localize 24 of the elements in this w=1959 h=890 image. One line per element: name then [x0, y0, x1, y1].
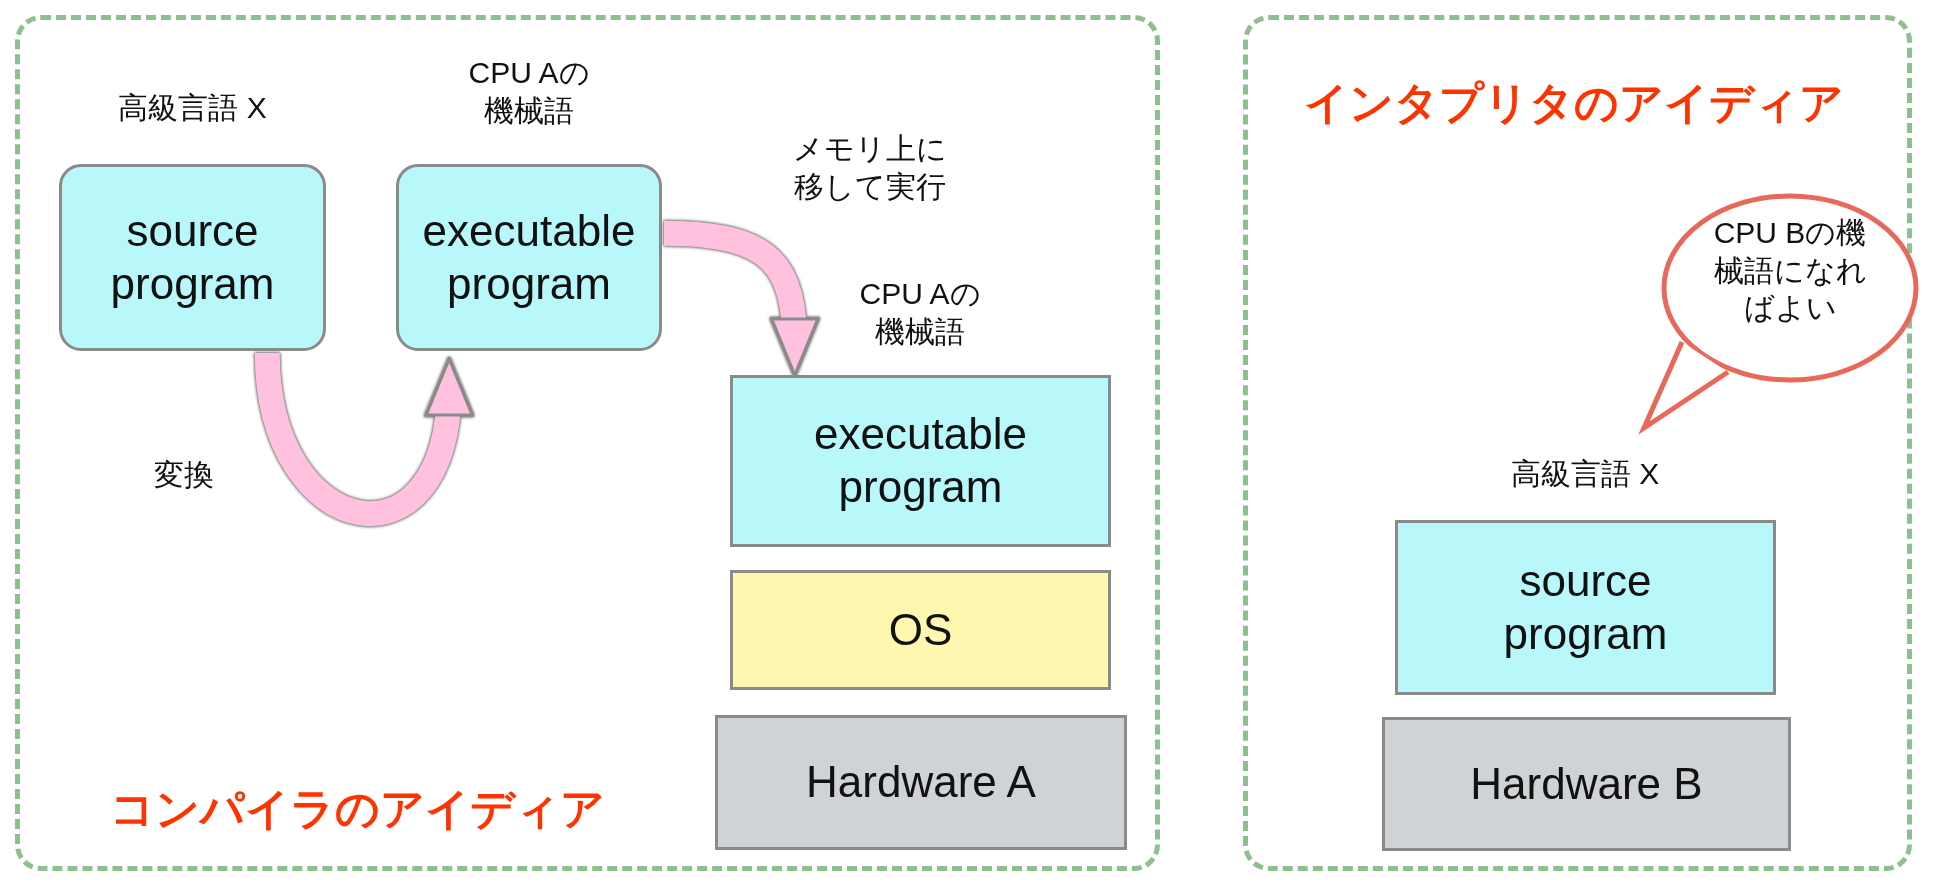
block-arrow — [254, 352, 472, 526]
node-label: 高級言語 X — [1509, 456, 1661, 492]
layer-box — [396, 164, 662, 351]
node-label: CPU Aの機械語 — [858, 276, 982, 350]
layer-box — [1382, 717, 1791, 851]
box-label: source program — [109, 204, 276, 310]
block-arrow — [663, 220, 819, 377]
box-label: source program — [1502, 554, 1669, 660]
layer-box — [730, 375, 1111, 547]
layer-box — [1395, 520, 1776, 695]
box-label: Hardware B — [1470, 757, 1703, 810]
box-label: OS — [888, 603, 953, 656]
layer-box — [730, 570, 1111, 690]
bubble-text: CPU Bの機械語になればよい — [1712, 215, 1868, 326]
layer-box — [59, 164, 326, 351]
box-label: executable program — [421, 204, 637, 310]
panel-title: コンパイラのアイディア — [110, 783, 605, 835]
box-label: Hardware A — [806, 756, 1036, 809]
node-label: 高級言語 X — [117, 90, 268, 126]
box-label: executable program — [813, 408, 1028, 513]
layer-box — [715, 715, 1127, 850]
panel-title: インタプリタのアイディア — [1304, 77, 1844, 129]
node-label: CPU Aの機械語 — [467, 55, 591, 129]
dashed-panel — [15, 15, 1160, 871]
